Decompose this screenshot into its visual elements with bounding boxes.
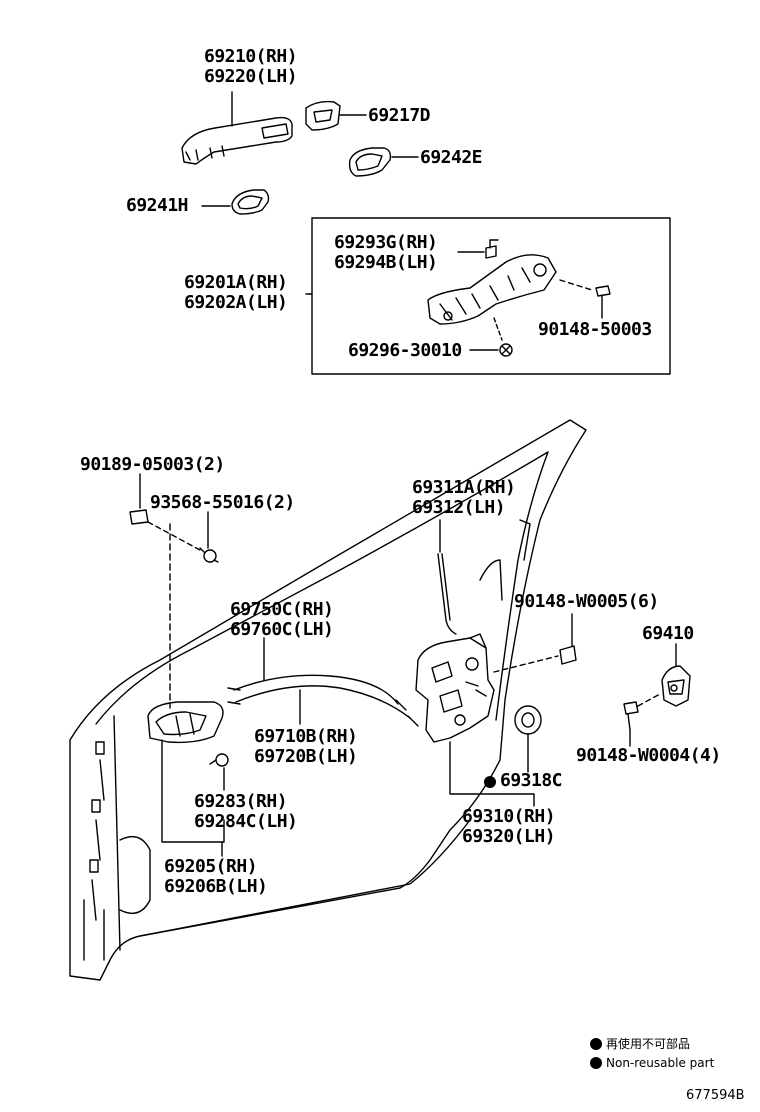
label-69311a: 69311A(RH) bbox=[412, 477, 516, 498]
label-69318c-text: 69318C bbox=[500, 770, 563, 791]
screw-90148-w0004-drawing bbox=[623, 701, 639, 731]
pad-69242e-drawing bbox=[348, 147, 392, 177]
label-69750c: 69750C(RH) bbox=[230, 599, 334, 620]
rod-69311a-drawing bbox=[437, 553, 457, 635]
legend-dot-1 bbox=[590, 1038, 602, 1050]
screw-93568-drawing bbox=[199, 547, 219, 563]
handle-cap-drawing bbox=[305, 100, 341, 131]
legend-english-text: Non-reusable part bbox=[606, 1056, 715, 1070]
pad-69241h-drawing bbox=[231, 189, 270, 215]
label-69217d: 69217D bbox=[368, 105, 431, 126]
label-69296-30010: 69296-30010 bbox=[348, 340, 462, 361]
screw-90148-w0005-drawing bbox=[559, 645, 577, 665]
legend-english: Non-reusable part bbox=[590, 1056, 714, 1070]
inside-handle-drawing bbox=[147, 701, 224, 744]
label-69210: 69210(RH) bbox=[204, 46, 298, 67]
handle-frame-drawing bbox=[427, 239, 557, 325]
leader-69310 bbox=[449, 741, 535, 807]
screw-90148-50003-drawing bbox=[595, 285, 611, 297]
label-69312: 69312(LH) bbox=[412, 497, 506, 518]
label-69310: 69310(RH) bbox=[462, 806, 556, 827]
label-69710b: 69710B(RH) bbox=[254, 726, 358, 747]
label-90148-w0005: 90148-W0005(6) bbox=[514, 591, 659, 612]
grommet-69318c-drawing bbox=[514, 705, 542, 735]
label-69320: 69320(LH) bbox=[462, 826, 556, 847]
clip-69283-drawing bbox=[209, 753, 229, 767]
label-69720b: 69720B(LH) bbox=[254, 746, 358, 767]
label-69760c: 69760C(LH) bbox=[230, 619, 334, 640]
dash-90148-50003 bbox=[559, 279, 593, 291]
clip-90189-drawing bbox=[129, 509, 149, 525]
label-69201a: 69201A(RH) bbox=[184, 272, 288, 293]
dash-90148-w0005 bbox=[493, 655, 559, 673]
label-69318c: 69318C bbox=[484, 770, 563, 791]
label-69293g: 69293G(RH) bbox=[334, 232, 438, 253]
label-90148-w0004: 90148-W0004(4) bbox=[576, 745, 721, 766]
cable-69750c-drawing bbox=[227, 674, 407, 711]
outside-handle-drawing bbox=[181, 116, 293, 165]
cable-69710b-drawing bbox=[227, 685, 419, 727]
label-93568-55016: 93568-55016(2) bbox=[150, 492, 295, 513]
label-69294b: 69294B(LH) bbox=[334, 252, 438, 273]
non-reusable-marker bbox=[484, 776, 496, 788]
door-lock-drawing bbox=[415, 633, 495, 743]
frame-box bbox=[311, 217, 671, 375]
dash-69296 bbox=[493, 317, 503, 341]
legend-japanese-text: 再使用不可部品 bbox=[606, 1037, 691, 1051]
label-69202a: 69202A(LH) bbox=[184, 292, 288, 313]
striker-69410-drawing bbox=[661, 665, 691, 707]
leader-bracket-69205 bbox=[161, 739, 225, 843]
door-outline-drawing bbox=[69, 419, 587, 981]
label-69220: 69220(LH) bbox=[204, 66, 298, 87]
label-90189-05003: 90189-05003(2) bbox=[80, 454, 225, 475]
label-69205: 69205(RH) bbox=[164, 856, 258, 877]
legend-dot-2 bbox=[590, 1057, 602, 1069]
dash-clip-screw bbox=[147, 521, 201, 551]
label-69410: 69410 bbox=[642, 623, 694, 644]
screw-69296-drawing bbox=[499, 343, 513, 357]
label-69284c: 69284C(LH) bbox=[194, 811, 298, 832]
label-69283: 69283(RH) bbox=[194, 791, 288, 812]
label-69206b: 69206B(LH) bbox=[164, 876, 268, 897]
dash-90148-w0004 bbox=[637, 693, 661, 707]
figure-number: 677594B bbox=[686, 1088, 745, 1103]
label-69241h: 69241H bbox=[126, 195, 189, 216]
label-69242e: 69242E bbox=[420, 147, 483, 168]
legend-japanese: 再使用不可部品 bbox=[590, 1035, 690, 1052]
label-90148-50003: 90148-50003 bbox=[538, 319, 652, 340]
